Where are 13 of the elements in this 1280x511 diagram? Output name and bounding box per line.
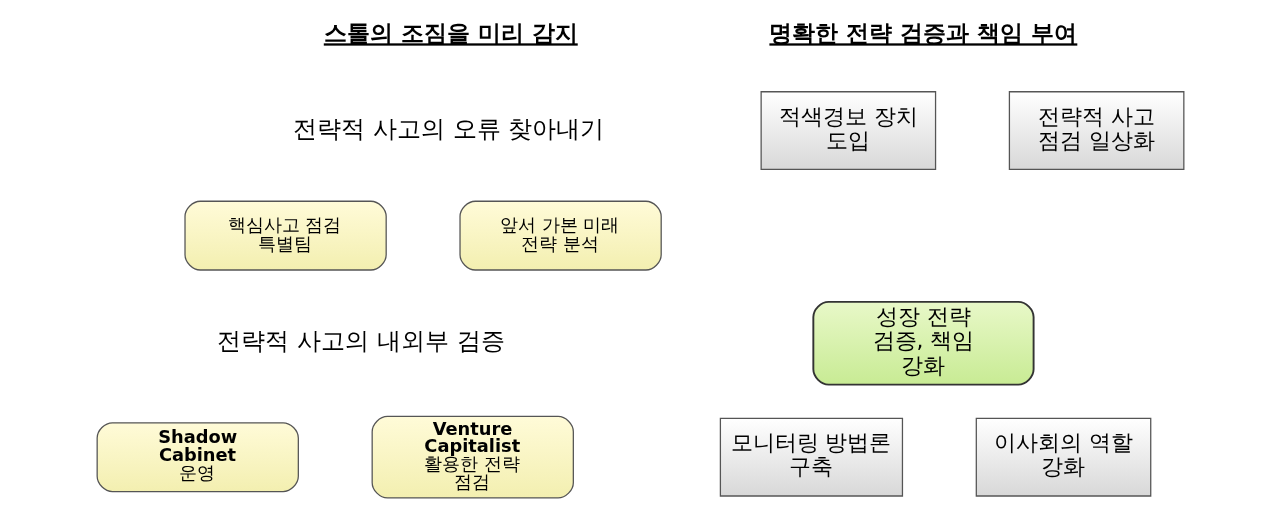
label: 전략적 사고의 오류 찾아내기 bbox=[292, 114, 604, 143]
node-box: 성장 전략 검증, 책임 강화 bbox=[811, 300, 1035, 386]
node-box: 적색경보 장치 도입 bbox=[760, 90, 936, 170]
node-box: 핵심사고 점검 특별팀 bbox=[183, 200, 387, 271]
node-box: 모니터링 방법론 구축 bbox=[719, 417, 903, 497]
node-box: 이사회의 역할 강화 bbox=[975, 417, 1151, 497]
node-box: 앞서 가본 미래 전략 분석 bbox=[458, 200, 662, 271]
node-box: Venture Capitalist 활용한 전략 점검 bbox=[371, 415, 574, 499]
label: 전략적 사고의 내외부 검증 bbox=[216, 326, 505, 355]
node-box: Shadow Cabinet 운영 bbox=[96, 421, 299, 492]
label: 스톨의 조짐을 미리 감지 bbox=[323, 19, 578, 46]
node-box: 전략적 사고 점검 일상화 bbox=[1008, 90, 1184, 170]
label: 명확한 전략 검증과 책임 부여 bbox=[768, 19, 1077, 46]
